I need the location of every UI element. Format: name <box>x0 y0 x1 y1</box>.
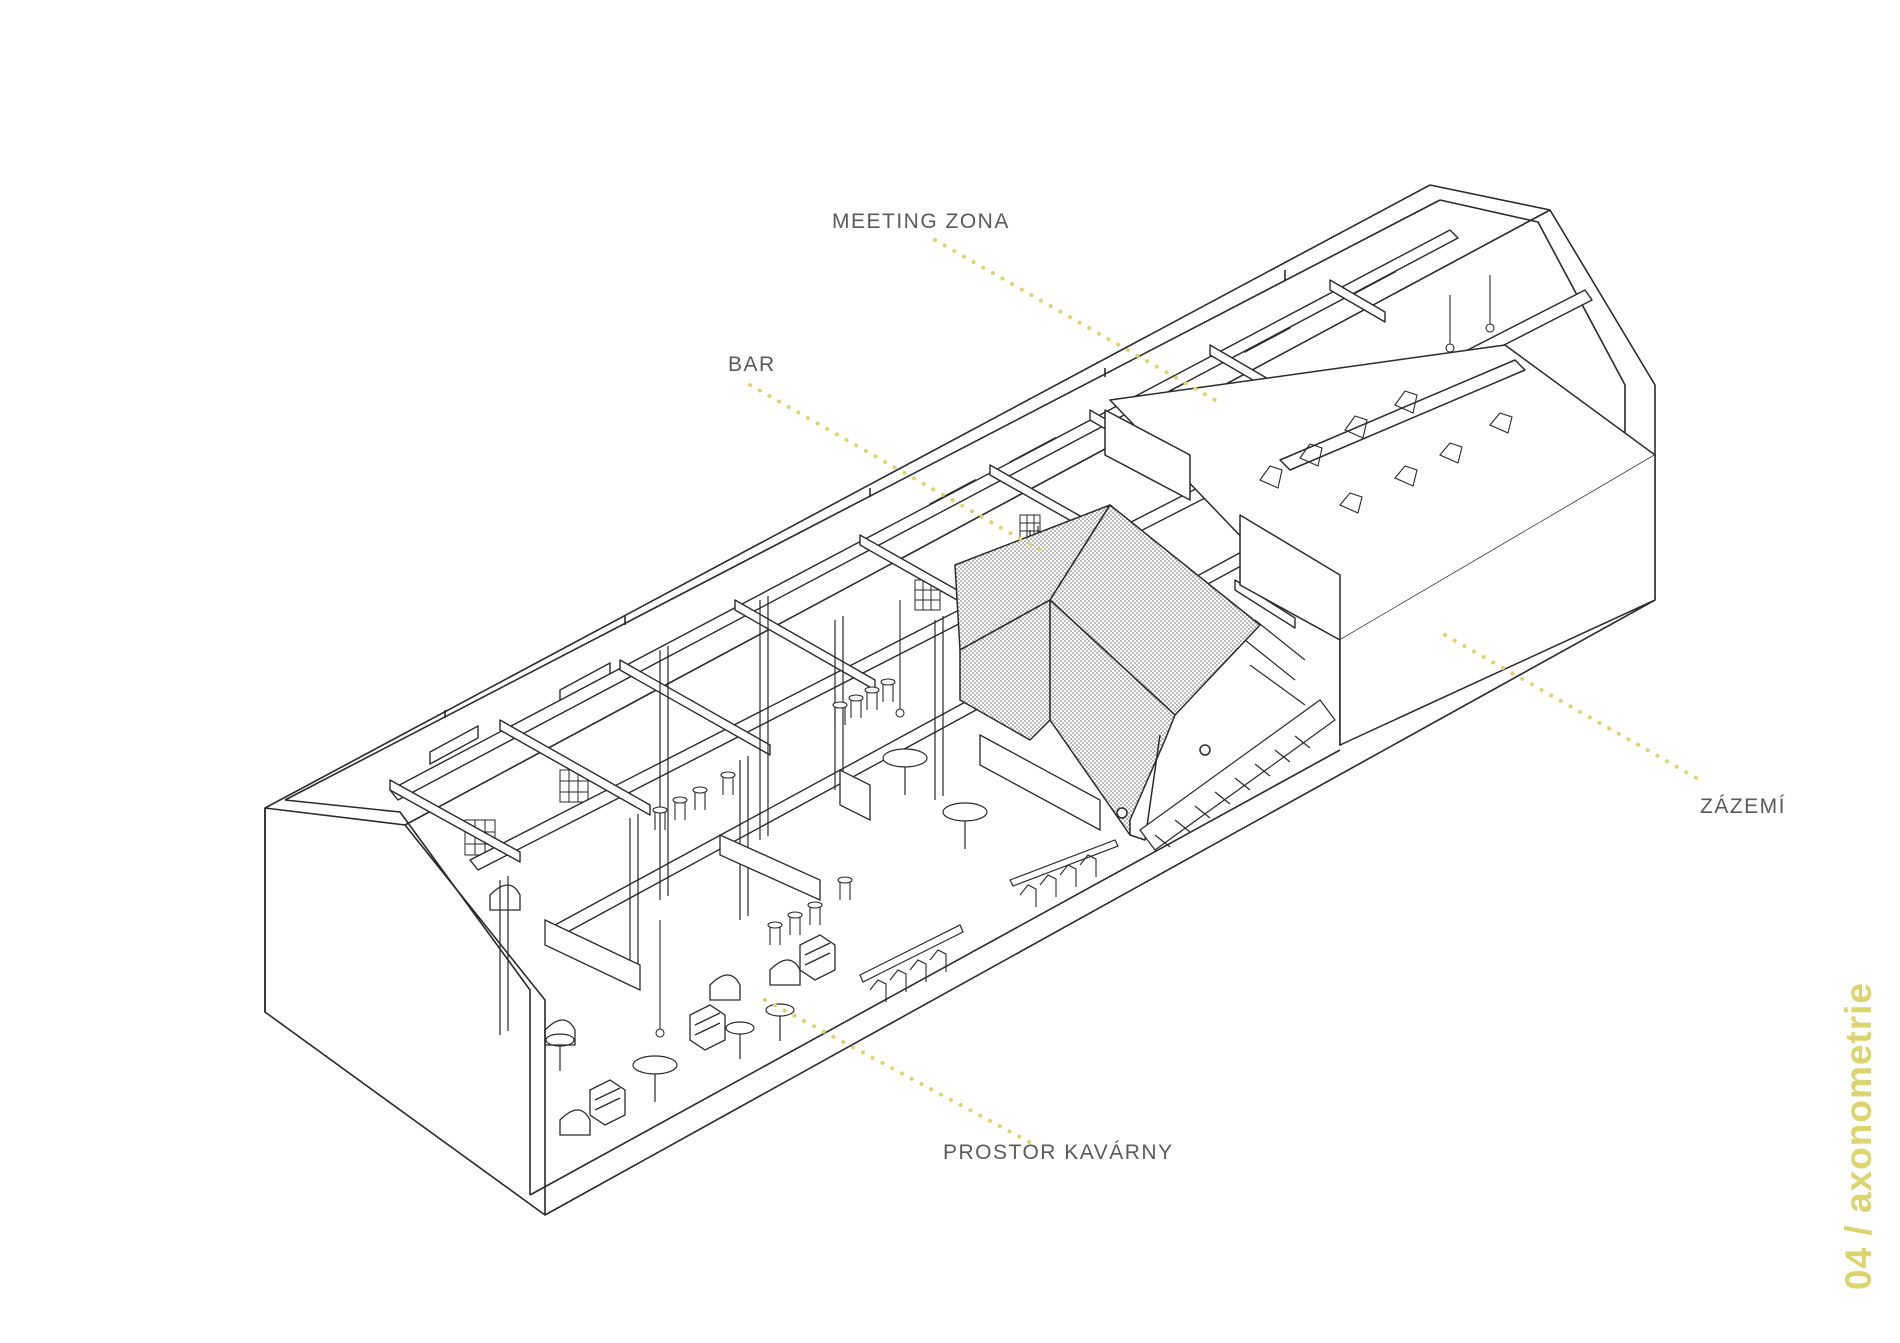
page-title: 04 / axonometrie <box>1838 981 1879 1290</box>
mezzanine-front <box>1339 455 1656 746</box>
pendant-lights <box>655 275 1495 1038</box>
meeting-table <box>1279 359 1526 471</box>
leader-zazemi <box>1443 633 1702 782</box>
floor-inner-edge <box>529 749 1341 1196</box>
bench-chairs <box>869 390 1513 1002</box>
staircase <box>1139 619 1336 851</box>
leader-prostor-kavarny <box>763 998 1037 1147</box>
mezzanine-side <box>1239 514 1341 641</box>
interior-partitions <box>544 733 1101 992</box>
bar-base <box>1129 734 1161 841</box>
leader-lines <box>748 238 1702 1147</box>
bar-stools <box>652 678 896 945</box>
furniture <box>545 748 1119 1102</box>
label-bar: BAR <box>728 353 776 376</box>
front-gable-wall <box>264 807 546 1216</box>
bar-front-left <box>959 599 1051 741</box>
cafe-armchairs <box>489 884 836 1136</box>
building-shell <box>264 184 1656 1216</box>
front-gable-inner <box>284 799 531 1195</box>
label-meeting-zona: MEETING ZONA <box>832 210 1010 233</box>
partition-wall <box>1104 409 1191 501</box>
label-zazemi: ZÁZEMÍ <box>1700 795 1786 818</box>
label-prostor-kavarny: PROSTOR KAVÁRNY <box>943 1141 1174 1164</box>
mezzanine <box>1104 344 1656 746</box>
leader-bar <box>748 383 1042 552</box>
ridge-left <box>264 184 1431 809</box>
ridge-right <box>404 209 1551 826</box>
ridge-left-inner <box>284 199 1441 801</box>
leader-meeting-zona <box>933 238 1217 402</box>
bar-volume <box>954 504 1261 841</box>
bar-front-right <box>1049 599 1176 836</box>
rear-bottom-wall <box>544 599 1656 1216</box>
